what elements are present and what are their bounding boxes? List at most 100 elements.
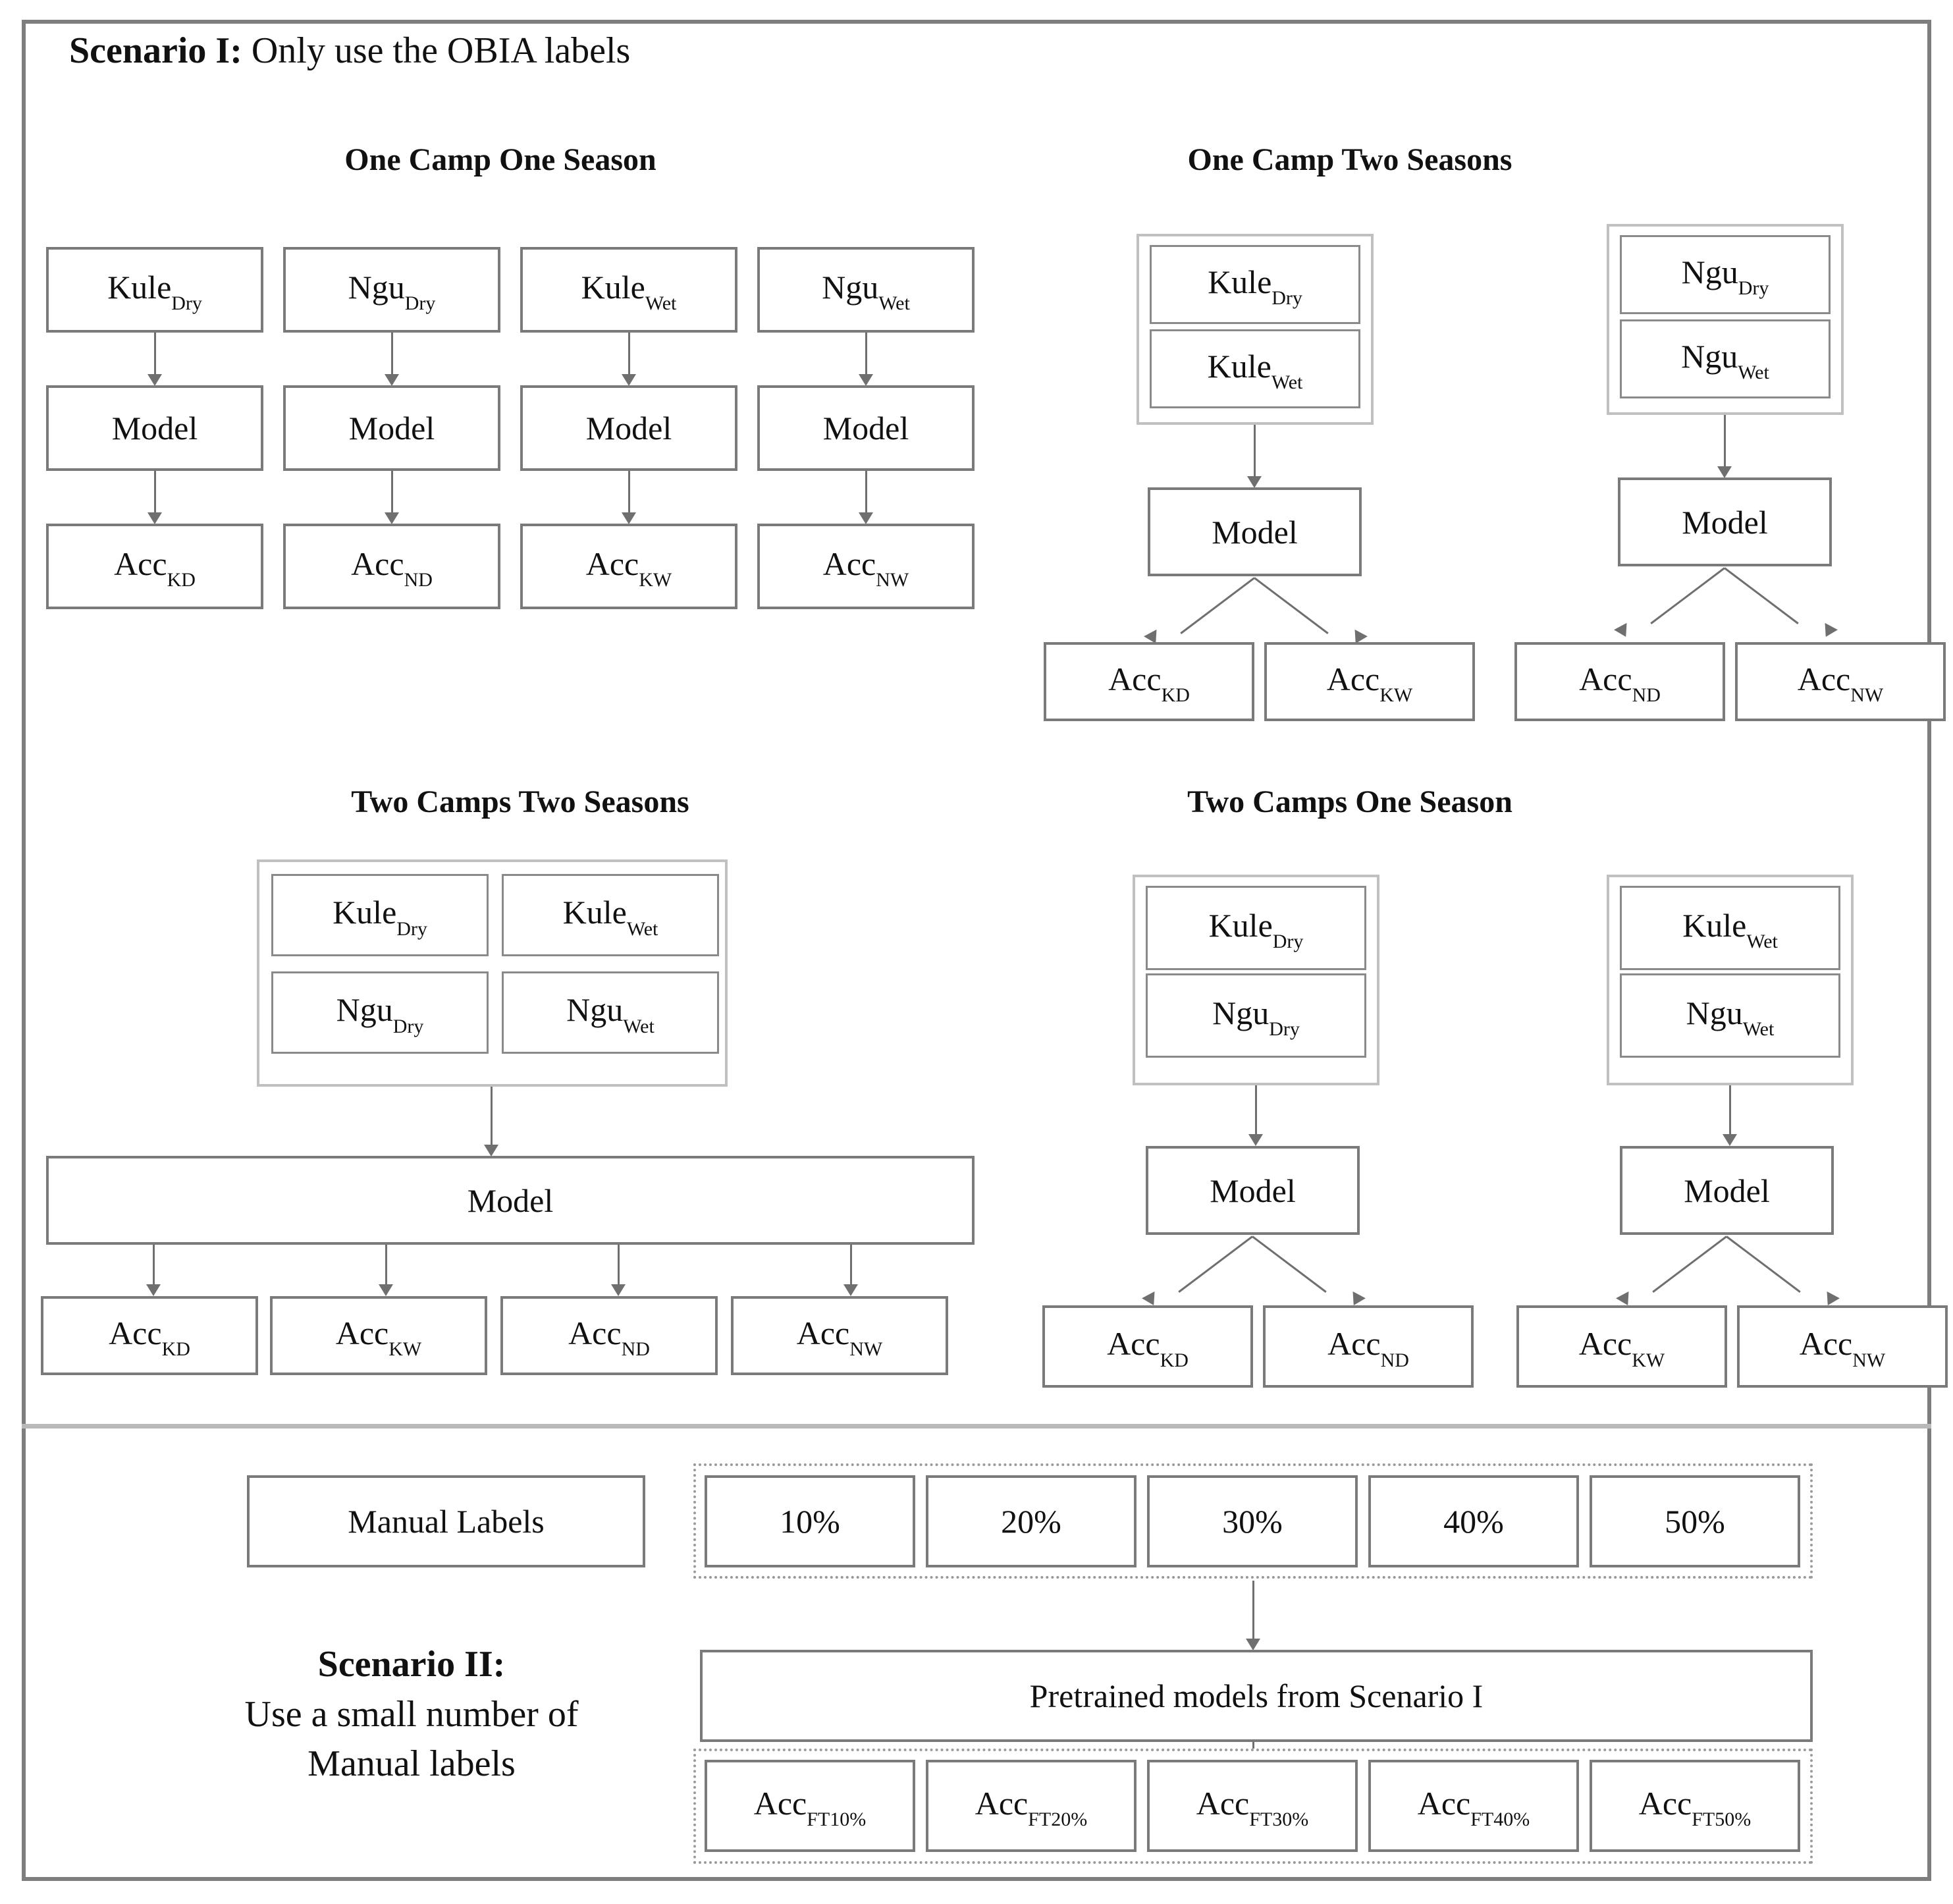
node-percent-10[interactable]: 10% — [705, 1475, 915, 1567]
node-label: KuleDry — [1208, 265, 1302, 308]
node-label: 40% — [1443, 1503, 1504, 1540]
node-input-ngu-dry[interactable]: NguDry — [283, 247, 500, 333]
node-acc-kw[interactable]: AccKW — [1264, 642, 1475, 721]
node-label: NguWet — [1681, 340, 1769, 383]
node-acc-kw[interactable]: AccKW — [520, 524, 737, 609]
node-label-subscript: FT20% — [1028, 1809, 1088, 1831]
node-acc-ft30[interactable]: AccFT30% — [1147, 1760, 1358, 1852]
node-acc-kd[interactable]: AccKD — [1042, 1305, 1253, 1388]
arrow-head-icon — [843, 1284, 858, 1296]
node-label: Model — [348, 410, 435, 447]
node-model-4[interactable]: Model — [757, 385, 975, 471]
node-percent-20[interactable]: 20% — [926, 1475, 1137, 1567]
node-acc-ft20[interactable]: AccFT20% — [926, 1760, 1137, 1852]
node-percent-30[interactable]: 30% — [1147, 1475, 1358, 1567]
node-label: 50% — [1665, 1503, 1725, 1540]
node-label: AccND — [568, 1317, 650, 1359]
node-acc-nw[interactable]: AccNW — [1735, 642, 1946, 721]
node-pretrained-models[interactable]: Pretrained models from Scenario I — [700, 1650, 1813, 1742]
node-input-kule-dry[interactable]: KuleDry — [46, 247, 263, 333]
node-acc-nw[interactable]: AccNW — [1737, 1305, 1948, 1388]
node-label-base: Kule — [107, 268, 172, 306]
node-model-left[interactable]: Model — [1148, 487, 1362, 576]
scenario-divider — [22, 1424, 1931, 1428]
node-input-ngu-wet[interactable]: NguWet — [502, 971, 719, 1054]
node-label-subscript: Dry — [396, 917, 427, 940]
node-input-kule-wet[interactable]: KuleWet — [1620, 886, 1840, 970]
arrow-head-icon — [379, 1284, 393, 1296]
node-label-subscript: KD — [161, 1338, 190, 1361]
node-label-subscript: FT30% — [1249, 1809, 1309, 1831]
arrow-head-icon — [147, 512, 162, 524]
node-model-combined[interactable]: Model — [46, 1156, 975, 1245]
node-model-1[interactable]: Model — [46, 385, 263, 471]
node-acc-nd[interactable]: AccND — [1514, 642, 1725, 721]
node-label-base: Acc — [1579, 660, 1632, 697]
node-label: AccKW — [1326, 660, 1412, 705]
node-model-left[interactable]: Model — [1146, 1146, 1360, 1235]
node-label-base: Acc — [822, 545, 876, 582]
node-input-kule-wet[interactable]: KuleWet — [502, 874, 719, 956]
node-label-base: Ngu — [1686, 994, 1743, 1031]
node-acc-kw[interactable]: AccKW — [1516, 1305, 1727, 1388]
node-input-ngu-dry[interactable]: NguDry — [1620, 235, 1831, 314]
node-label: Model — [467, 1182, 554, 1219]
node-input-ngu-wet[interactable]: NguWet — [1620, 319, 1831, 398]
node-acc-nw[interactable]: AccNW — [731, 1296, 948, 1375]
node-acc-nd[interactable]: AccND — [500, 1296, 718, 1375]
node-model-right[interactable]: Model — [1620, 1146, 1834, 1235]
node-label-base: Acc — [1327, 1325, 1381, 1362]
node-label-base: Acc — [1326, 660, 1380, 697]
node-label-subscript: Dry — [404, 292, 436, 315]
node-label-subscript: Wet — [1271, 371, 1303, 394]
scenario-1-heading: Scenario I: Only use the OBIA labels — [69, 30, 630, 72]
node-label: AccND — [351, 545, 433, 590]
node-model-3[interactable]: Model — [520, 385, 737, 471]
node-label: Manual Labels — [348, 1503, 545, 1540]
node-input-ngu-dry[interactable]: NguDry — [1146, 973, 1366, 1058]
node-input-kule-dry[interactable]: KuleDry — [1150, 245, 1360, 324]
node-input-ngu-wet[interactable]: NguWet — [1620, 973, 1840, 1058]
node-acc-kd[interactable]: AccKD — [1044, 642, 1254, 721]
node-label: AccNW — [797, 1317, 882, 1359]
node-acc-ft50[interactable]: AccFT50% — [1590, 1760, 1800, 1852]
node-acc-kw[interactable]: AccKW — [270, 1296, 487, 1375]
node-input-kule-wet[interactable]: KuleWet — [520, 247, 737, 333]
node-acc-nd[interactable]: AccND — [1263, 1305, 1474, 1388]
node-acc-kd[interactable]: AccKD — [41, 1296, 258, 1375]
arrow-line — [865, 333, 867, 379]
node-label-subscript: KW — [388, 1338, 422, 1361]
node-label-subscript: NW — [1850, 684, 1884, 707]
node-label-base: Acc — [975, 1784, 1029, 1822]
node-manual-labels[interactable]: Manual Labels — [247, 1475, 645, 1567]
node-input-ngu-wet[interactable]: NguWet — [757, 247, 975, 333]
node-percent-50[interactable]: 50% — [1590, 1475, 1800, 1567]
arrow-line — [865, 471, 867, 517]
node-input-kule-dry[interactable]: KuleDry — [1146, 886, 1366, 970]
node-model-right[interactable]: Model — [1618, 477, 1832, 566]
node-label-base: Ngu — [566, 991, 624, 1028]
section-title-two-camps-two-seasons: Two Camps Two Seasons — [351, 784, 689, 819]
scenario-1-heading-rest: Only use the OBIA labels — [242, 30, 631, 71]
node-acc-nd[interactable]: AccND — [283, 524, 500, 609]
arrow-line — [1729, 1085, 1731, 1138]
node-label: Model — [585, 410, 672, 447]
arrow-head-icon — [146, 1284, 161, 1296]
arrow-line — [391, 471, 393, 517]
node-label: KuleDry — [107, 268, 202, 313]
node-acc-kd[interactable]: AccKD — [46, 524, 263, 609]
arrow-head-icon — [1246, 1639, 1260, 1650]
node-input-kule-dry[interactable]: KuleDry — [271, 874, 489, 956]
node-percent-40[interactable]: 40% — [1368, 1475, 1579, 1567]
node-label: 20% — [1001, 1503, 1061, 1540]
node-label-base: Acc — [351, 545, 404, 582]
node-label-base: Acc — [753, 1784, 807, 1822]
node-label-subscript: KW — [1632, 1349, 1665, 1371]
node-acc-nw[interactable]: AccNW — [757, 524, 975, 609]
node-input-ngu-dry[interactable]: NguDry — [271, 971, 489, 1054]
node-acc-ft40[interactable]: AccFT40% — [1368, 1760, 1579, 1852]
arrow-line — [154, 333, 156, 379]
node-acc-ft10[interactable]: AccFT10% — [705, 1760, 915, 1852]
node-input-kule-wet[interactable]: KuleWet — [1150, 329, 1360, 408]
node-model-2[interactable]: Model — [283, 385, 500, 471]
